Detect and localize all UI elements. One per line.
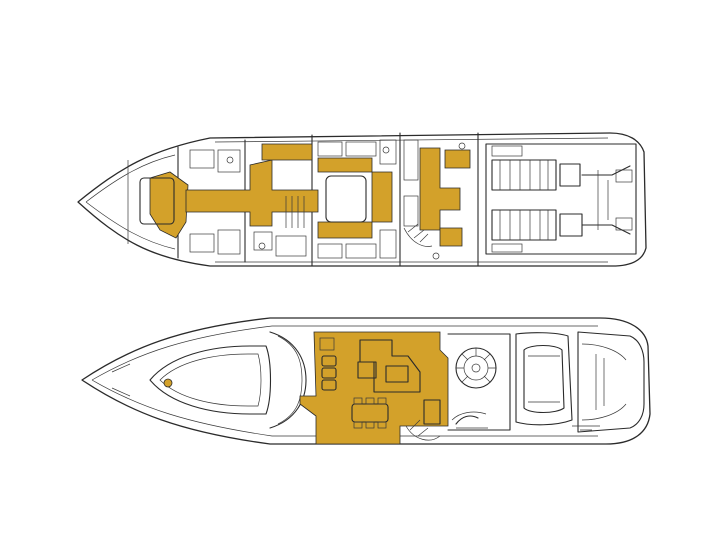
- helm-seats: [321, 355, 337, 391]
- lower-deck-highlighted-areas: [149, 143, 471, 247]
- main-deck-plan: [81, 317, 651, 445]
- dining-table: [351, 397, 389, 429]
- lower-deck-staircases: [285, 196, 433, 247]
- lower-deck-hull: [77, 132, 647, 267]
- engine-room: [485, 143, 637, 255]
- deck-hatch-icon: [163, 378, 173, 388]
- aft-spiral-stair: [455, 347, 497, 389]
- lower-deck-plan: [77, 132, 647, 267]
